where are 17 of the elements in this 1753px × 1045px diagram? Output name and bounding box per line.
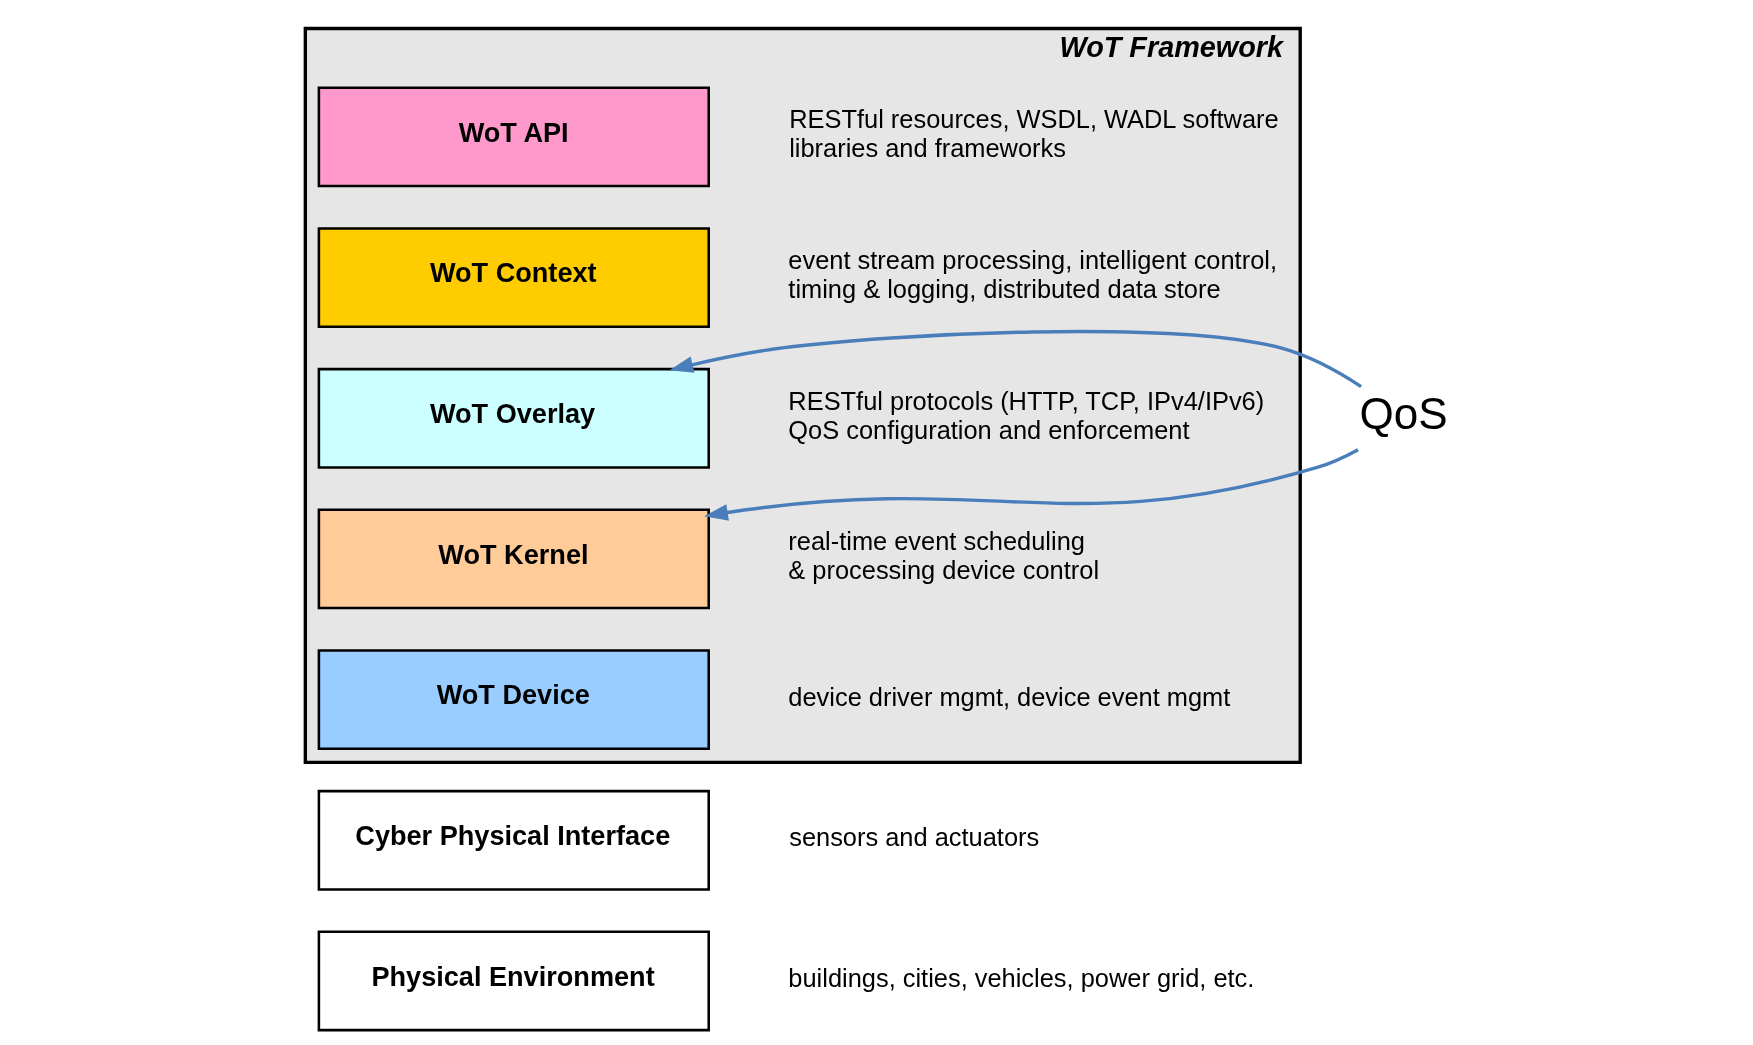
node-label: sensors and actuators <box>789 823 1040 852</box>
node-box: WoT Overlay <box>317 367 710 469</box>
node-label: device driver mgmt, device event mgmt <box>788 682 1231 711</box>
node-box: WoT Device <box>317 649 710 751</box>
node-label: buildings, cities, vehicles, power grid, etc. <box>788 963 1255 992</box>
node-label: real-time event scheduling & processing device control <box>788 527 1100 585</box>
node-text: QoS <box>1359 388 1448 438</box>
arrow <box>669 329 1363 388</box>
node-box: WoT API <box>317 86 710 188</box>
node-box: WoT Kernel <box>317 508 710 610</box>
node-box: WoT Context <box>317 227 710 328</box>
node-label: RESTful protocols (HTTP, TCP, IPv4/IPv6) QoS configuration and enforcement <box>788 386 1265 444</box>
node-label: RESTful resources, WSDL, WADL software libraries and frameworks <box>789 105 1279 163</box>
node-box: Cyber Physical Interface <box>317 789 710 891</box>
node-box: Physical Environment <box>317 930 710 1032</box>
arrow <box>704 448 1359 521</box>
node-label: event stream processing, intelligent control, timing & logging, distributed data store <box>788 246 1277 303</box>
